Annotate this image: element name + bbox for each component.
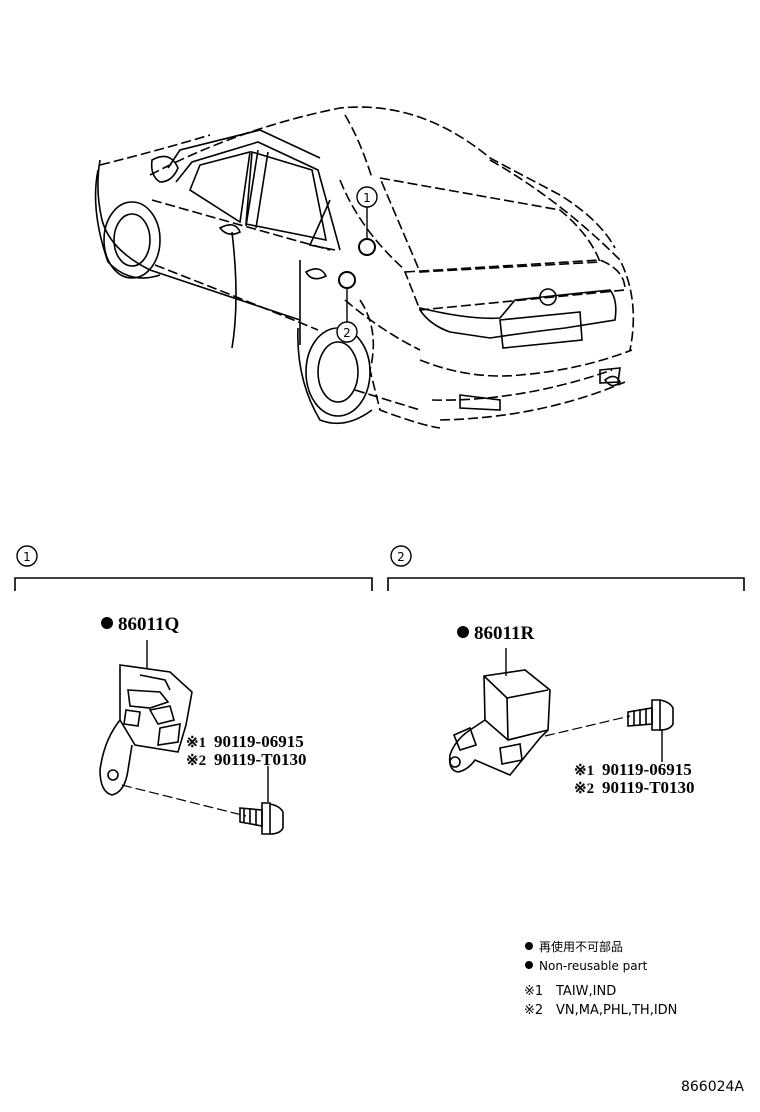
car-illustration <box>94 106 635 429</box>
bullet-icon <box>457 626 469 638</box>
callout-2-car-label: 2 <box>343 326 351 340</box>
section-2: 2 86011R ※1 90119-06915 ※2 90119-T0130 <box>387 545 745 797</box>
bullet-icon <box>525 961 533 969</box>
bolt-1-mark-2: ※2 <box>186 753 206 769</box>
bolt-1-drawing <box>239 802 284 835</box>
bolt-2-mark-1: ※1 <box>574 763 594 779</box>
legend-item-2: Non-reusable part <box>539 959 648 973</box>
sensor-2-drawing <box>448 669 551 776</box>
bullet-icon <box>525 942 533 950</box>
callout-1-car: 1 <box>356 186 378 256</box>
callout-2-car: 2 <box>336 271 358 343</box>
bolt-2-mark-2: ※2 <box>574 781 594 797</box>
section-1-callout: 1 <box>23 550 31 564</box>
bolt-1-number-1: 90119-06915 <box>214 732 304 751</box>
section-2-callout: 2 <box>397 550 405 564</box>
bolt-2-number-2: 90119-T0130 <box>602 778 695 797</box>
callout-1-car-label: 1 <box>363 191 371 205</box>
note-2-text: VN,MA,PHL,TH,IDN <box>556 1003 677 1018</box>
part-number-86011q: 86011Q <box>118 614 179 635</box>
note-2-mark: ※2 <box>524 1003 543 1018</box>
section-2-bracket <box>387 577 745 591</box>
legend-item-1: 再使用不可部品 <box>539 939 623 954</box>
diagram-id: 866024A <box>681 1079 744 1095</box>
sensor-1-drawing <box>99 664 193 796</box>
bullet-icon <box>101 617 113 629</box>
legend: 再使用不可部品 Non-reusable part ※1 TAIW,IND ※2… <box>524 939 677 1018</box>
note-1-text: TAIW,IND <box>555 984 616 999</box>
bolt-1-mark-1: ※1 <box>186 735 206 751</box>
bolt-2-number-1: 90119-06915 <box>602 760 692 779</box>
bolt-2-drawing <box>627 699 674 731</box>
note-1-mark: ※1 <box>524 984 543 999</box>
bolt-1-number-2: 90119-T0130 <box>214 750 307 769</box>
part-number-86011r: 86011R <box>474 623 534 644</box>
section-1-bracket <box>14 577 373 591</box>
section-1: 1 86011Q ※1 90119-06915 ※2 90119-T013 <box>14 545 373 835</box>
